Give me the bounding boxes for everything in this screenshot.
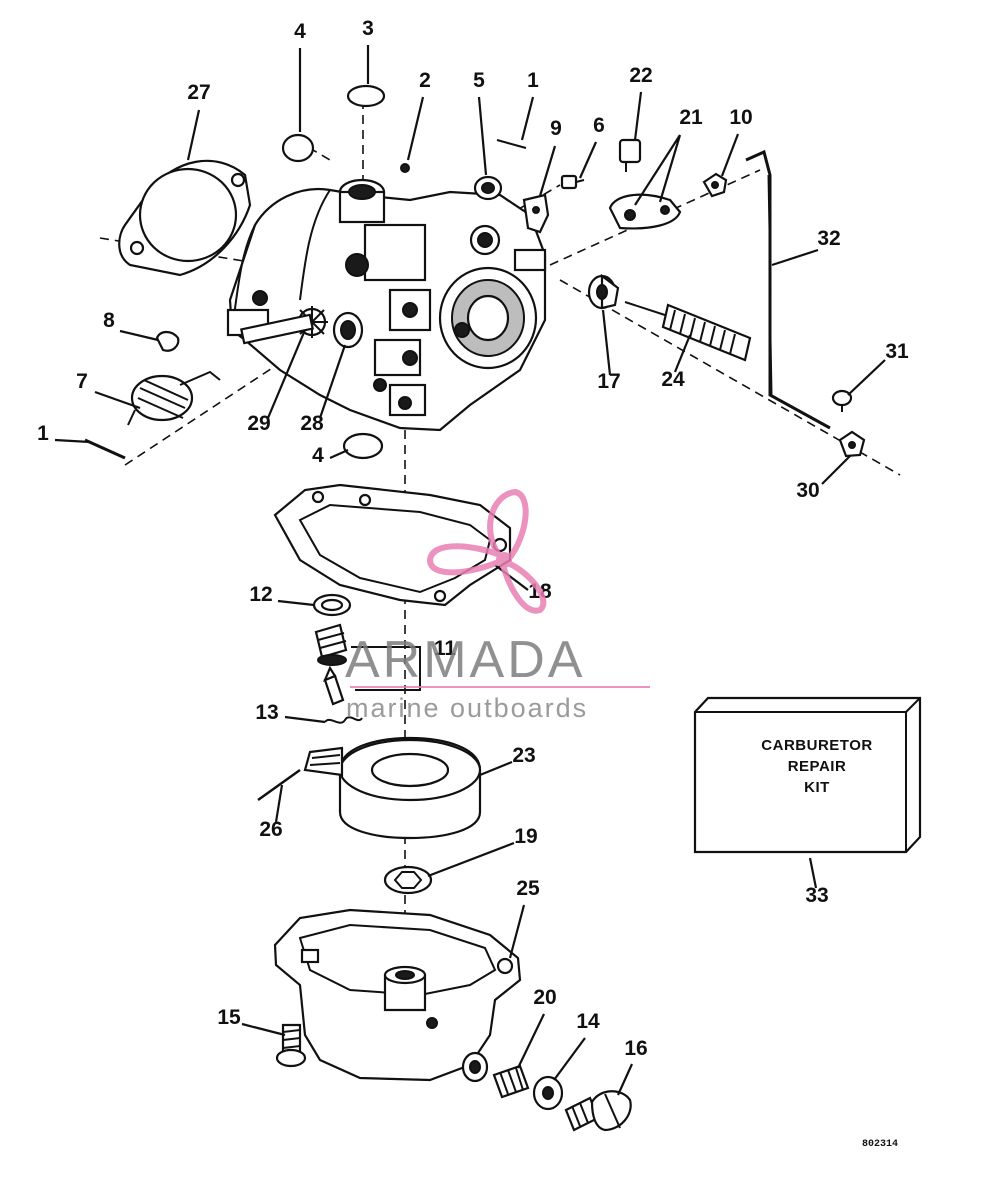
callout-c17: 17 — [597, 370, 620, 393]
callout-c4a: 4 — [294, 20, 306, 43]
callout-c22: 22 — [629, 64, 652, 87]
callout-c33: 33 — [805, 884, 828, 907]
callout-c4b: 4 — [312, 444, 324, 467]
link-screw — [831, 389, 853, 412]
callout-c31: 31 — [885, 340, 909, 363]
callout-c20: 20 — [533, 986, 556, 1009]
callout-c27: 27 — [187, 81, 210, 104]
main-jet — [492, 1064, 530, 1099]
callout-c10: 10 — [729, 106, 752, 129]
float-bowl — [273, 908, 522, 1083]
lever-screw — [618, 138, 642, 172]
callout-c23: 23 — [512, 744, 535, 767]
drawing-code: 802314 — [862, 1139, 898, 1150]
throttle-return-spring — [127, 370, 221, 426]
callout-c1a: 1 — [527, 69, 539, 92]
callout-c29: 29 — [247, 412, 270, 435]
bowl-screw — [275, 1023, 307, 1068]
callout-c24: 24 — [661, 368, 685, 391]
plug-washer — [532, 1075, 564, 1111]
callout-c26: 26 — [259, 818, 282, 841]
idle-screw-hole — [400, 163, 410, 173]
callout-c3: 3 — [362, 17, 374, 40]
intake-gasket — [118, 159, 252, 277]
callout-c6: 6 — [593, 114, 605, 137]
shaft-clip — [155, 330, 180, 352]
kit-label-line2: REPAIR — [788, 758, 847, 775]
needle-packing — [587, 273, 620, 310]
callout-c14: 14 — [576, 1010, 600, 1033]
high-speed-needle — [624, 301, 752, 362]
float-pin — [257, 768, 301, 802]
callout-c30: 30 — [796, 479, 819, 502]
choke-lever — [608, 193, 682, 230]
packing-washer — [473, 175, 503, 201]
propeller-logo-icon — [426, 488, 547, 614]
shaft-pin — [84, 438, 126, 460]
throttle-shaft-bushing — [332, 311, 364, 349]
clip-screw — [560, 174, 585, 190]
float — [303, 736, 482, 840]
callout-c28: 28 — [300, 412, 324, 435]
inlet-needle — [322, 665, 345, 706]
callout-c8: 8 — [103, 309, 115, 332]
top-welch-plug — [346, 84, 386, 108]
kit-label-line1: CARBURETOR — [761, 737, 872, 754]
carburetor-body — [226, 178, 547, 432]
callout-c5: 5 — [473, 69, 485, 92]
callout-c15: 15 — [217, 1006, 241, 1029]
callout-c21: 21 — [679, 106, 703, 129]
callout-c2: 2 — [419, 69, 431, 92]
bottom-welch-plug — [342, 432, 384, 460]
callout-c25: 25 — [516, 877, 540, 900]
side-welch-plug — [281, 133, 315, 163]
upper-pin — [496, 139, 527, 149]
callout-c13: 13 — [255, 701, 278, 724]
callout-c16: 16 — [624, 1037, 647, 1060]
armada-watermark: ARMADA marine outboards — [345, 488, 650, 723]
needle-clip — [324, 716, 363, 724]
callout-c7: 7 — [76, 370, 88, 393]
callout-c12: 12 — [249, 583, 272, 606]
kit-label-line3: KIT — [804, 779, 830, 796]
bowl-drain-plug — [564, 1090, 632, 1132]
needle-seat-bracket — [351, 646, 421, 691]
choke-link-rod — [745, 149, 831, 430]
leader-lines — [54, 45, 886, 1096]
watermark-tagline: marine outboards — [346, 693, 588, 723]
throttle-gear — [240, 306, 328, 345]
callout-c9: 9 — [550, 117, 562, 140]
callout-c1b: 1 — [37, 422, 49, 445]
callout-c19: 19 — [514, 825, 537, 848]
callout-c32: 32 — [817, 227, 840, 250]
repair-kit-box: CARBURETOR REPAIR KIT — [693, 696, 922, 854]
callout-c11: 11 — [434, 637, 457, 660]
link-retainer — [838, 430, 866, 458]
lever-nut — [702, 172, 728, 198]
watermark-brand: ARMADA — [345, 631, 585, 689]
bowl-nut-gasket — [383, 865, 433, 895]
inlet-needle-seat — [314, 623, 348, 666]
